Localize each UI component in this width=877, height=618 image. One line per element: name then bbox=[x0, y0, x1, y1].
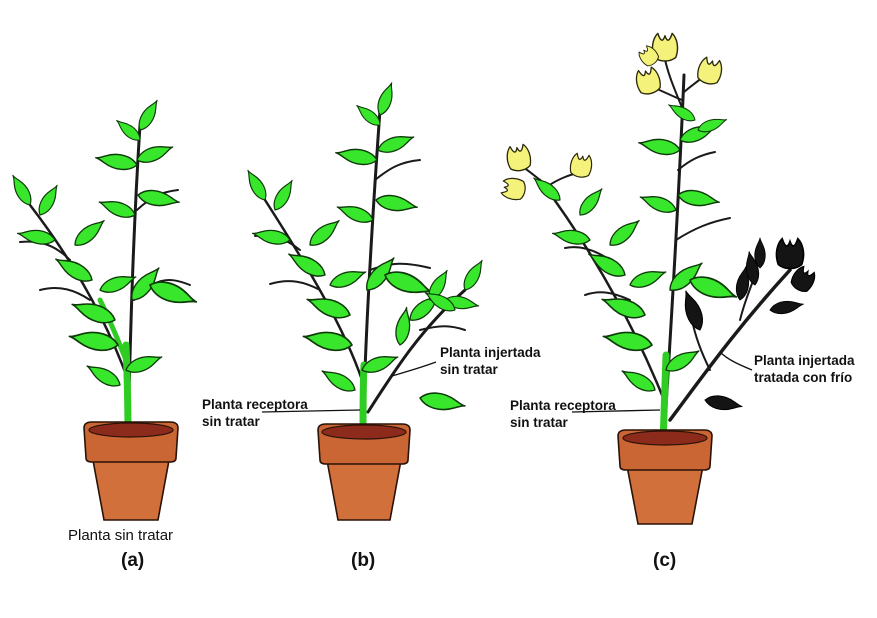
leaf-icon bbox=[303, 291, 354, 324]
panel-b-receptor-pointer bbox=[261, 409, 361, 413]
panel-c-pot bbox=[617, 429, 713, 525]
panel-b-label: (b) bbox=[351, 550, 376, 571]
leaf-icon bbox=[601, 327, 655, 355]
leaf-icon bbox=[584, 247, 630, 282]
panel-c-graft-label-line2: tratada con frío bbox=[754, 370, 853, 385]
panel-c-graft-pointer bbox=[719, 351, 753, 371]
leaf-icon bbox=[96, 195, 138, 222]
leaf-icon bbox=[392, 305, 414, 347]
panel-b-graft-label-line1: Planta injertada bbox=[440, 345, 541, 360]
panel-c-graft-label-line1: Planta injertada bbox=[754, 353, 855, 368]
dark-flower-icon bbox=[775, 237, 805, 270]
flower-icon bbox=[633, 65, 664, 97]
leaf-icon bbox=[459, 256, 488, 294]
panel-b-pot bbox=[317, 423, 411, 521]
leaf-icon bbox=[15, 226, 57, 248]
leaf-icon bbox=[636, 134, 682, 158]
panel-c-label: (c) bbox=[653, 550, 677, 571]
leaf-icon bbox=[7, 171, 36, 209]
panel-a-label: (a) bbox=[121, 550, 145, 571]
panel-a-plant bbox=[19, 123, 191, 439]
panel-c-plant bbox=[519, 54, 792, 448]
leaf-icon bbox=[373, 80, 398, 118]
leaf-icon bbox=[334, 200, 376, 227]
dark-leaf-icon bbox=[754, 237, 766, 269]
flower-icon bbox=[504, 142, 533, 174]
leaf-icon bbox=[305, 214, 344, 251]
leaf-icon bbox=[83, 359, 124, 392]
panel-b-graft-pointer bbox=[391, 361, 437, 377]
leaf-icon bbox=[333, 144, 379, 168]
dark-leaf-icon bbox=[768, 297, 806, 317]
leaf-icon bbox=[605, 214, 644, 251]
panel-c-receptor-pointer bbox=[571, 409, 661, 413]
flower-icon bbox=[694, 55, 725, 87]
leaf-icon bbox=[375, 130, 417, 157]
leaf-icon bbox=[269, 176, 298, 214]
panel-a-caption: Planta sin tratar bbox=[68, 527, 174, 544]
panel-b-receptor-label-line1: Planta receptora bbox=[202, 397, 308, 412]
leaf-icon bbox=[627, 265, 669, 292]
leaf-icon bbox=[242, 166, 271, 204]
flower-icon bbox=[568, 151, 595, 180]
leaf-icon bbox=[134, 140, 176, 167]
leaf-icon bbox=[637, 190, 679, 217]
leaf-icon bbox=[529, 172, 565, 206]
leaf-icon bbox=[676, 187, 722, 211]
leaf-icon bbox=[34, 181, 63, 219]
leaf-icon bbox=[318, 364, 359, 397]
leaf-icon bbox=[417, 389, 468, 415]
leaf-icon bbox=[301, 327, 355, 355]
leaf-icon bbox=[374, 192, 420, 216]
panel-a-pot bbox=[83, 421, 179, 521]
panel-c-receptor-label-line2: sin tratar bbox=[510, 415, 568, 430]
flowers bbox=[499, 32, 819, 296]
leaf-icon bbox=[70, 214, 109, 251]
leaf-icon bbox=[134, 96, 163, 134]
leaf-icon bbox=[93, 149, 139, 173]
panel-c-receptor-label-line1: Planta receptora bbox=[510, 398, 616, 413]
panel-b-graft-label-line2: sin tratar bbox=[440, 362, 498, 377]
panel-b-receptor-label-line2: sin tratar bbox=[202, 414, 260, 429]
leaf-icon bbox=[574, 184, 608, 220]
leaf-icon bbox=[284, 247, 330, 282]
leaf-icon bbox=[51, 252, 97, 287]
dark-leaf-icon bbox=[703, 393, 745, 414]
leaf-icon bbox=[327, 265, 369, 292]
dark-leaf-icon bbox=[678, 287, 708, 334]
flower-icon bbox=[499, 175, 528, 202]
